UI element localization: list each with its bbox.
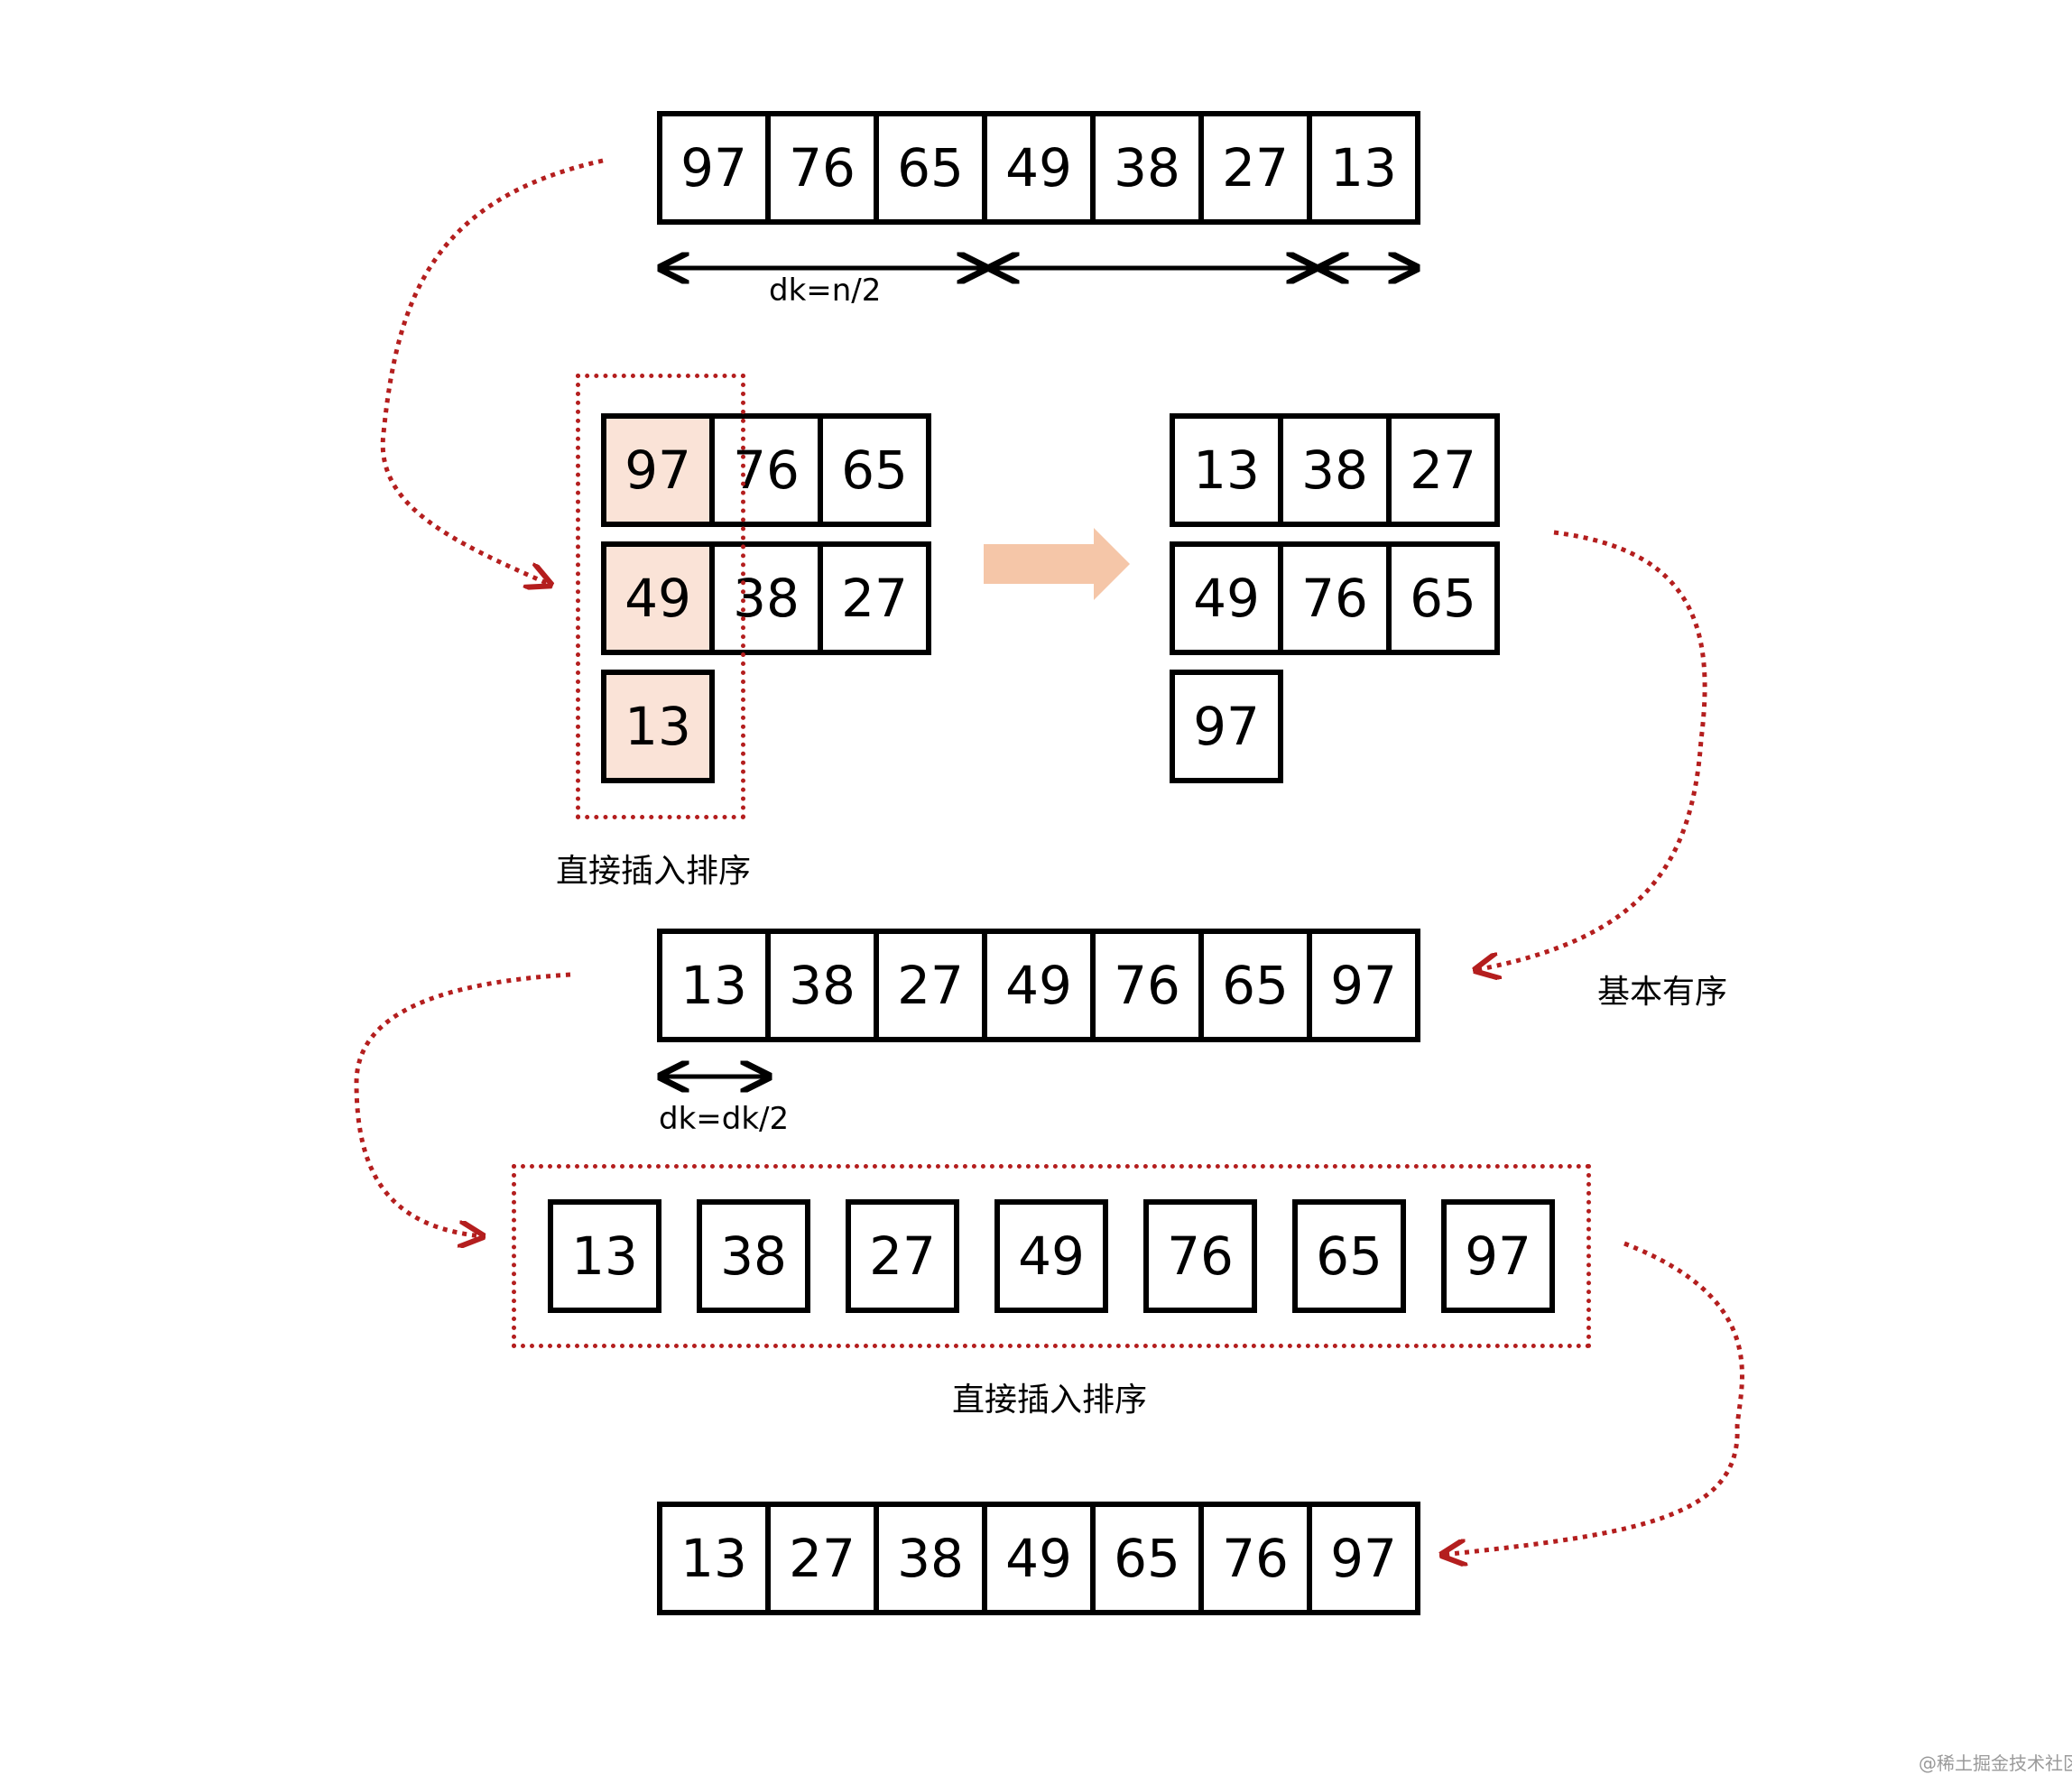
array-cell: 13 bbox=[657, 1502, 771, 1615]
array-cell: 13 bbox=[1307, 111, 1420, 225]
insertion-sort-label-2: 直接插入排序 bbox=[952, 1382, 1148, 1419]
array-cell: 76 bbox=[1143, 1199, 1257, 1313]
array-cell: 27 bbox=[1386, 413, 1500, 527]
array-cell: 97 bbox=[1307, 929, 1420, 1042]
gap-label-first: dk=n/2 bbox=[769, 273, 882, 309]
gap-label-second: dk=dk/2 bbox=[659, 1101, 790, 1137]
array-cell: 76 bbox=[1278, 541, 1392, 655]
connector-initial-to-groups bbox=[380, 158, 604, 585]
array-cell: 97 bbox=[1170, 670, 1283, 783]
transform-arrow bbox=[984, 528, 1130, 600]
array-cell: 27 bbox=[1198, 111, 1312, 225]
array-cell: 49 bbox=[1170, 541, 1283, 655]
array-cell: 65 bbox=[1386, 541, 1500, 655]
array-cell: 49 bbox=[982, 1502, 1096, 1615]
array-cell: 27 bbox=[846, 1199, 959, 1313]
array-cell: 27 bbox=[874, 929, 987, 1042]
array-cell: 76 bbox=[1198, 1502, 1312, 1615]
array-cell: 49 bbox=[982, 111, 1096, 225]
array-cell: 38 bbox=[1090, 111, 1204, 225]
array-cell: 49 bbox=[982, 929, 1096, 1042]
array-cell: 76 bbox=[765, 111, 879, 225]
array-cell: 65 bbox=[874, 111, 987, 225]
array-cell: 65 bbox=[1198, 929, 1312, 1042]
array-cell: 49 bbox=[994, 1199, 1108, 1313]
insertion-sort-label-1: 直接插入排序 bbox=[556, 853, 752, 890]
array-cell: 38 bbox=[697, 1199, 810, 1313]
array-cell: 38 bbox=[765, 929, 879, 1042]
array-cell: 13 bbox=[548, 1199, 661, 1313]
array-cell: 65 bbox=[1090, 1502, 1204, 1615]
array-cell: 97 bbox=[601, 413, 715, 527]
connector-groups-to-row2 bbox=[1475, 530, 1707, 970]
array-cell: 27 bbox=[765, 1502, 879, 1615]
array-cell: 13 bbox=[657, 929, 771, 1042]
array-cell: 76 bbox=[1090, 929, 1204, 1042]
array-cell: 13 bbox=[1170, 413, 1283, 527]
array-cell: 97 bbox=[1307, 1502, 1420, 1615]
array-cell: 97 bbox=[657, 111, 771, 225]
array-cell: 27 bbox=[818, 541, 931, 655]
watermark: @稀土掘金技术社区 bbox=[1919, 1752, 2072, 1774]
insertion-column-highlight bbox=[576, 374, 745, 819]
array-cell: 13 bbox=[601, 670, 715, 783]
array-cell: 38 bbox=[1278, 413, 1392, 527]
array-cell: 65 bbox=[818, 413, 931, 527]
array-cell: 97 bbox=[1441, 1199, 1555, 1313]
basically-ordered-label: 基本有序 bbox=[1597, 974, 1728, 1011]
array-cell: 38 bbox=[874, 1502, 987, 1615]
array-cell: 65 bbox=[1292, 1199, 1406, 1313]
